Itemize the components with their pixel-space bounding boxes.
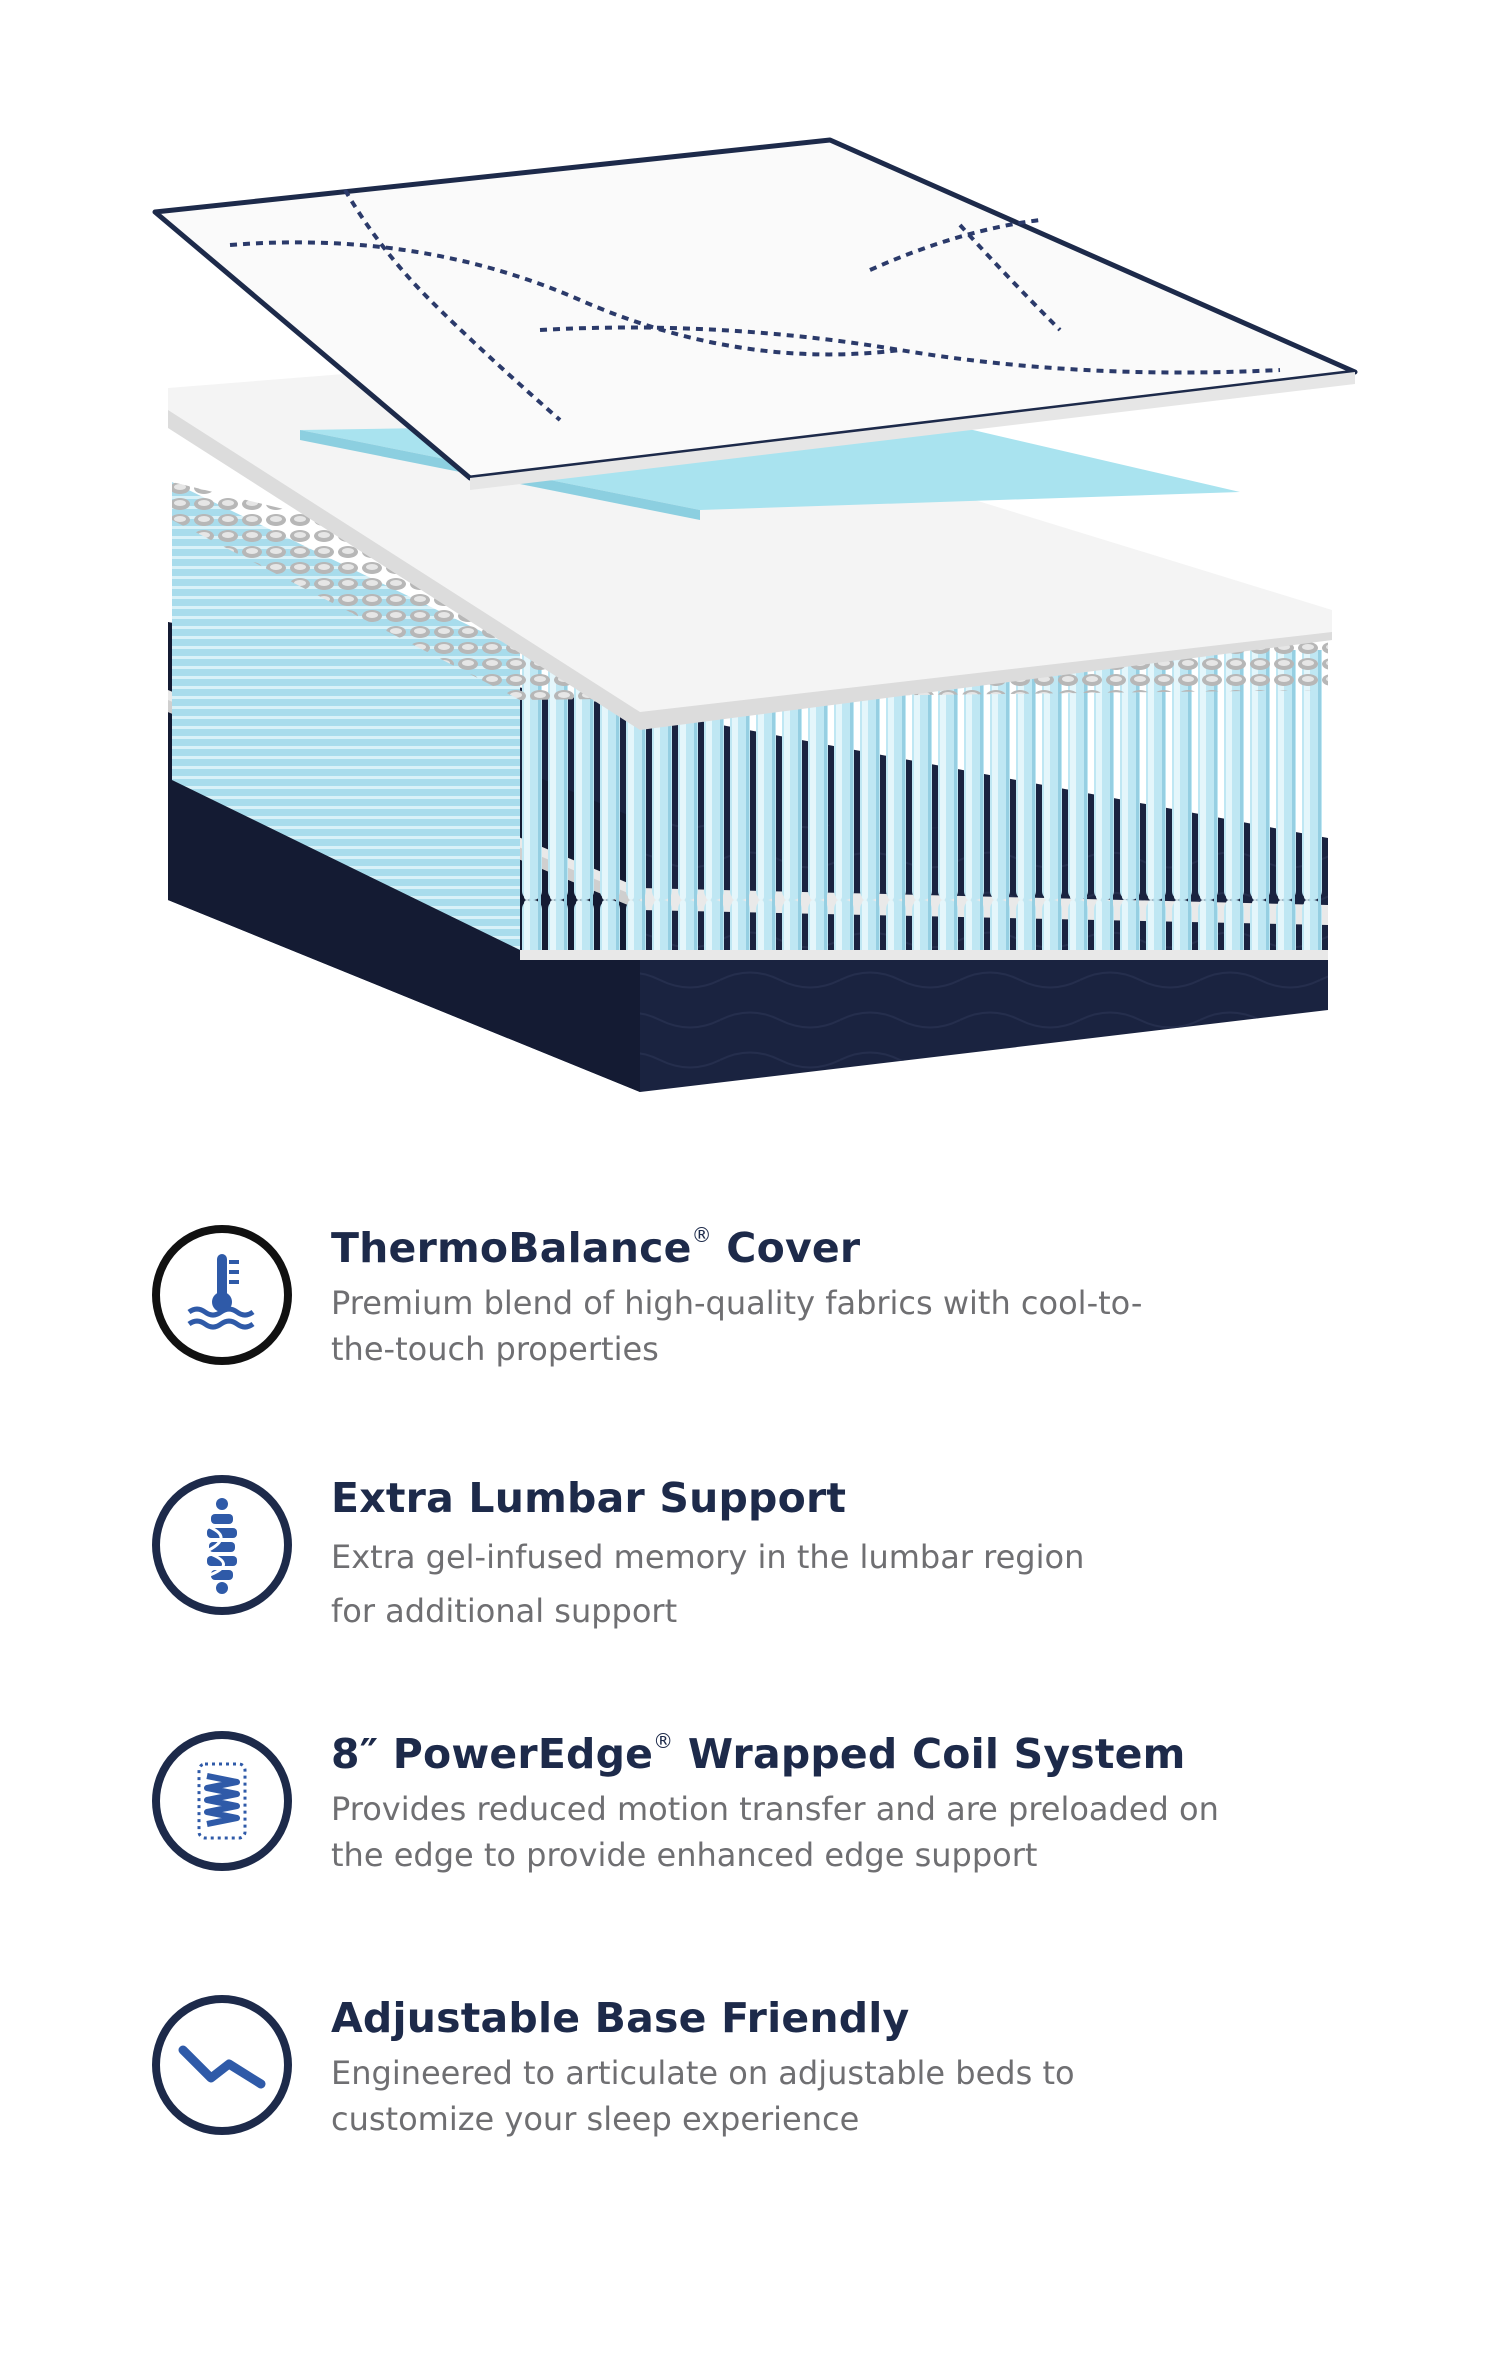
mattress-layers-illustration [0, 0, 1500, 1140]
feature-description: Provides reduced motion transfer and are… [331, 1790, 1219, 1874]
spine-icon [149, 1472, 295, 1618]
feature-description: Premium blend of high-quality fabrics wi… [331, 1284, 1143, 1368]
adjustable-base-icon [149, 1992, 295, 2138]
thermobalance-cover-layer [152, 137, 1358, 490]
feature-title: 8″ PowerEdge® Wrapped Coil System [331, 1729, 1186, 1778]
coil-spring-icon [149, 1728, 295, 1874]
feature-description: Extra gel-infused memory in the lumbar r… [331, 1538, 1085, 1630]
feature-title: Adjustable Base Friendly [331, 1994, 910, 2042]
feature-title: ThermoBalance® Cover [331, 1223, 861, 1272]
thermometer-water-icon [149, 1222, 295, 1368]
feature-title: Extra Lumbar Support [331, 1474, 847, 1522]
feature-description: Engineered to articulate on adjustable b… [331, 2054, 1075, 2138]
